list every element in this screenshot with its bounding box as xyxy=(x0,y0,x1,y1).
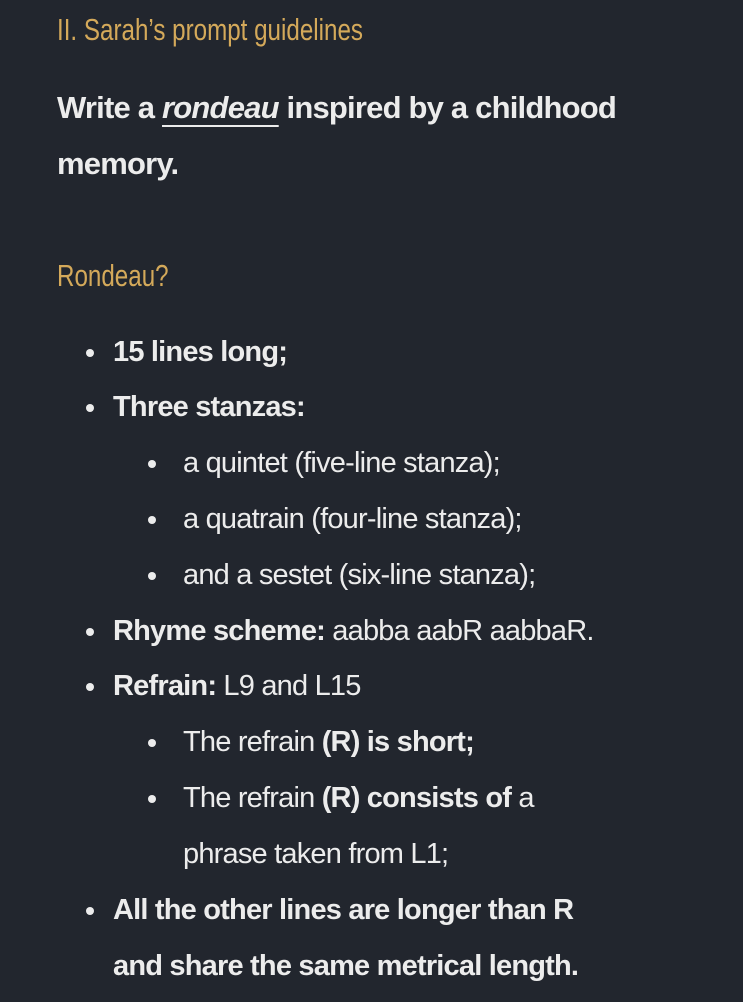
item-text: The refrain xyxy=(183,782,322,814)
item-text: Three stanzas: xyxy=(113,391,306,423)
item-text: and share the same metrical length. xyxy=(113,950,579,982)
prompt-line-1: Write a rondeau inspired by a childhood xyxy=(57,88,617,128)
item-label: Rhyme scheme: xyxy=(113,615,326,647)
list-item: Three stanzas: xyxy=(86,387,306,427)
sub-list-item: The refrain (R) is short; xyxy=(148,722,475,762)
prompt-text: Write a xyxy=(57,90,163,125)
bullet-icon xyxy=(148,795,156,803)
bullet-icon xyxy=(86,628,94,636)
item-text: (R) xyxy=(321,782,361,814)
item-text: All the other lines are longer than R xyxy=(113,894,574,926)
item-text: (R) xyxy=(321,726,361,758)
list-item: Refrain: L9 and L15 xyxy=(86,666,361,706)
item-text: a quintet (five-line stanza); xyxy=(183,447,501,479)
bullet-icon xyxy=(148,572,156,580)
subheading: Rondeau? xyxy=(57,258,169,293)
item-label: Refrain: xyxy=(113,670,217,702)
bullet-icon xyxy=(86,907,94,915)
item-text: aabba aabR aabbaR. xyxy=(325,615,594,647)
sub-list-item: a quatrain (four-line stanza); xyxy=(148,499,522,539)
list-item: Rhyme scheme: aabba aabR aabbaR. xyxy=(86,611,594,651)
sub-list-item: a quintet (five-line stanza); xyxy=(148,443,501,483)
bullet-icon xyxy=(148,516,156,524)
item-text: consists of xyxy=(359,782,512,814)
sub-list-item: The refrain (R) consists of a xyxy=(148,778,534,818)
rondeau-link[interactable]: rondeau xyxy=(162,90,280,125)
prompt-line-2: memory. xyxy=(57,146,179,181)
bullet-icon xyxy=(86,404,94,412)
item-text: L9 and L15 xyxy=(216,670,361,702)
section-heading: II. Sarah’s prompt guidelines xyxy=(57,12,364,47)
list-item-continuation: and share the same metrical length. xyxy=(113,946,579,986)
bullet-icon xyxy=(148,460,156,468)
item-text: a quatrain (four-line stanza); xyxy=(183,503,522,535)
item-text: The refrain xyxy=(183,726,322,758)
bullet-icon xyxy=(148,739,156,747)
prompt-text: inspired by a childhood xyxy=(278,90,617,125)
item-text: is short; xyxy=(359,726,475,758)
bullet-icon xyxy=(86,349,94,357)
list-item: 15 lines long; xyxy=(86,332,288,372)
item-text: a xyxy=(511,782,534,814)
bullet-icon xyxy=(86,683,94,691)
sub-list-item: and a sestet (six-line stanza); xyxy=(148,555,536,595)
item-text: 15 lines long; xyxy=(113,336,288,368)
item-text: and a sestet (six-line stanza); xyxy=(183,559,536,591)
sub-list-item-continuation: phrase taken from L1; xyxy=(183,838,449,870)
list-item: All the other lines are longer than R xyxy=(86,890,574,930)
